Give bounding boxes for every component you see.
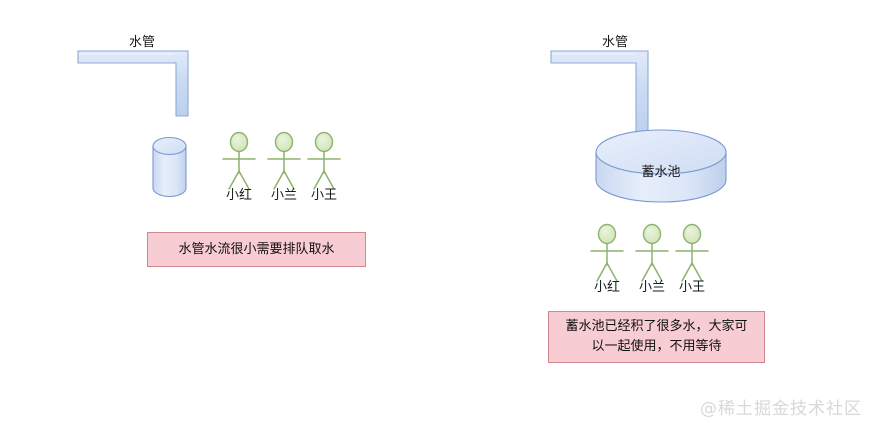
person-figure [675,223,709,282]
person-group-right [590,223,709,282]
water-pipe-right [550,50,649,136]
reservoir-label: 蓄水池 [641,165,681,180]
person-name-right-3: 小王 [678,280,705,295]
left-panel-graphics [77,50,341,198]
person-figure [222,131,256,190]
caption-line: 蓄水池已经积了很多水，大家可 [565,319,748,334]
watermark: @稀土掘金技术社区 [700,399,862,419]
person-name-right-1: 小红 [593,280,620,295]
person-group-left [222,131,341,190]
person-name-left-2: 小兰 [270,188,297,203]
person-figure [590,223,624,282]
reservoir-right [595,129,727,203]
water-pipe-left [77,50,189,117]
caption-box-right: 蓄水池已经积了很多水，大家可 以一起使用，不用等待 [548,311,765,363]
person-name-right-2: 小兰 [638,280,665,295]
person-figure [635,223,669,282]
water-bucket-left [152,136,187,198]
caption-box-left: 水管水流很小需要排队取水 [147,232,366,267]
person-name-left-1: 小红 [225,188,252,203]
pipe-label-right: 水管 [600,35,631,50]
person-name-left-3: 小王 [310,188,337,203]
caption-line: 以一起使用，不用等待 [591,339,722,354]
caption-line: 水管水流很小需要排队取水 [178,241,335,257]
right-panel-graphics [550,50,727,282]
person-figure [307,131,341,190]
person-figure [267,131,301,190]
pipe-label-left: 水管 [127,35,158,50]
